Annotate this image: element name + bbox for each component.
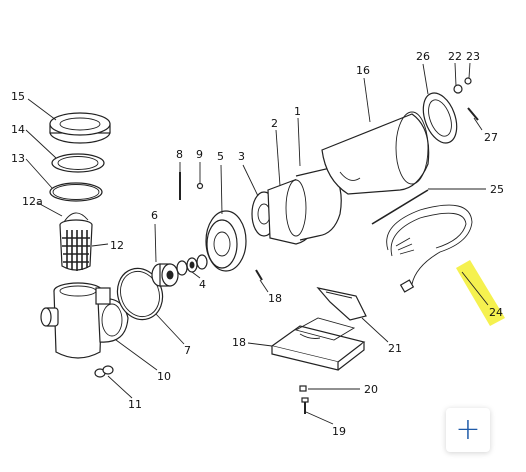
part-15-lid (49, 112, 111, 144)
part-25-rod (371, 189, 429, 225)
part-11-plugs (94, 365, 114, 378)
part-19-bolt (301, 397, 309, 414)
part-27-screw (467, 107, 479, 121)
part-18-base (270, 317, 366, 371)
callout-11: 11 (128, 398, 142, 411)
callout-labels: 15 14 13 12a 12 6 7 10 11 8 9 4 5 3 2 1 … (11, 50, 504, 438)
callout-25: 25 (490, 183, 504, 196)
part-2-motor (267, 167, 342, 245)
part-22-nut (453, 84, 463, 94)
part-20-washer (299, 385, 307, 392)
plus-icon: + (455, 412, 481, 447)
leader-lines (25, 62, 489, 425)
callout-27: 27 (484, 131, 498, 144)
callout-1: 1 (294, 105, 301, 118)
callout-2: 2 (271, 117, 278, 130)
part-9-washer (196, 182, 204, 190)
callout-5: 5 (217, 150, 224, 163)
part-4-seal (176, 254, 208, 276)
callout-23: 23 (466, 50, 480, 63)
callout-20: 20 (364, 383, 378, 396)
callout-22: 22 (448, 50, 462, 63)
callout-9: 9 (196, 148, 203, 161)
part-18-screw-small (255, 269, 263, 281)
part-6-impeller (151, 263, 179, 287)
callout-18-screw: 18 (268, 292, 282, 305)
callout-7: 7 (184, 344, 191, 357)
callout-13: 13 (11, 152, 25, 165)
callout-24: 24 (489, 306, 503, 319)
callout-12: 12 (110, 239, 124, 252)
part-12-basket (59, 212, 93, 271)
callout-18-base: 18 (232, 336, 246, 349)
part-16-cover (321, 111, 430, 195)
part-5-sealplate (205, 210, 247, 272)
part-21-bracket (316, 287, 367, 321)
part-13-ring (49, 182, 103, 202)
zoom-in-button[interactable]: + (446, 408, 490, 452)
callout-14: 14 (11, 123, 25, 136)
callout-12a: 12a (22, 195, 43, 208)
cord-highlight (456, 260, 505, 326)
callout-8: 8 (176, 148, 183, 161)
callout-10: 10 (157, 370, 171, 383)
callout-6: 6 (151, 209, 158, 222)
callout-26: 26 (416, 50, 430, 63)
part-23-washer (464, 77, 472, 85)
callout-4: 4 (199, 278, 206, 291)
callout-15: 15 (11, 90, 25, 103)
part-24-cord (386, 204, 473, 293)
part-26-endcap (422, 92, 458, 144)
callout-21: 21 (388, 342, 402, 355)
part-10-housing (40, 282, 129, 359)
callout-19: 19 (332, 425, 346, 438)
callout-3: 3 (238, 150, 245, 163)
callout-16: 16 (356, 64, 370, 77)
